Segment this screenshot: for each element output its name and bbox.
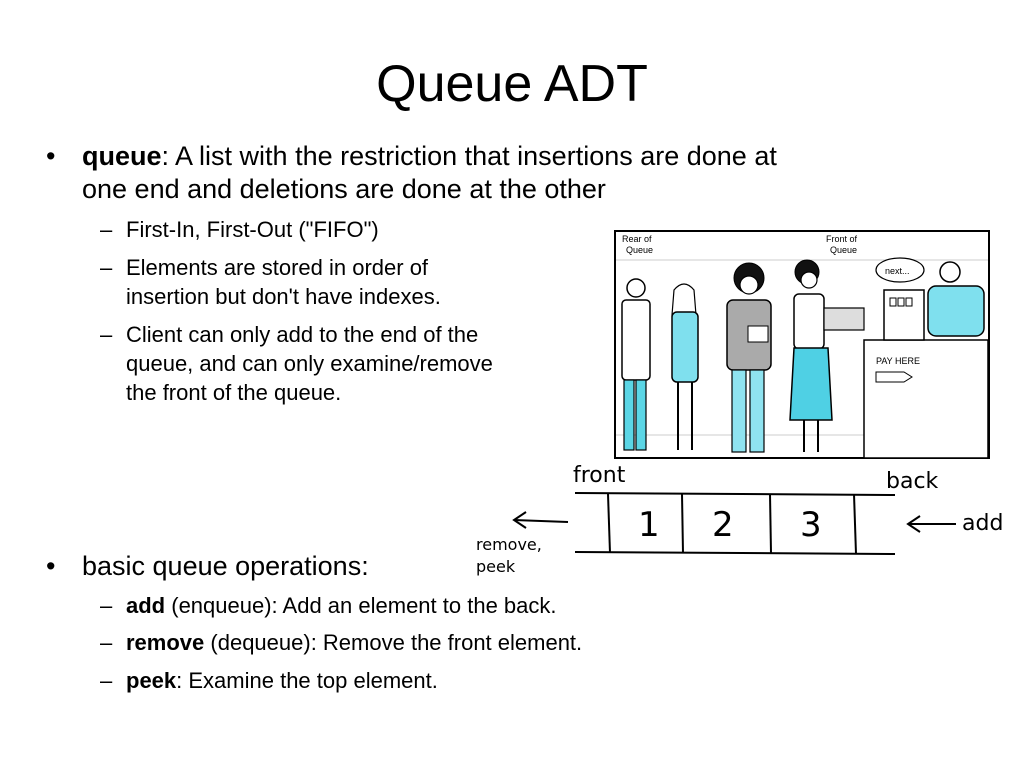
rear-of-queue-label: Rear of bbox=[622, 234, 652, 244]
bullet-dot: • bbox=[46, 551, 56, 581]
back-label: back bbox=[886, 469, 939, 494]
queue-cell-1: 1 bbox=[638, 505, 660, 545]
add-arrow-icon bbox=[906, 515, 956, 533]
term-peek: peek bbox=[126, 668, 177, 693]
remove-arrow-icon bbox=[512, 511, 569, 529]
remove-peek-label: remove, bbox=[476, 535, 542, 554]
checkout-counter: PAY HERE bbox=[863, 289, 989, 459]
bullet-dot: • bbox=[46, 141, 56, 171]
person-2-figure bbox=[671, 283, 699, 450]
queue-people-illustration: Rear of Queue Front of Queue bbox=[614, 230, 990, 459]
queue-diagram: front back 1 2 3 remove, peek add bbox=[476, 463, 1003, 576]
remove-peek-label-2: peek bbox=[476, 557, 516, 576]
person-1-figure bbox=[621, 278, 651, 451]
front-of-queue-label-2: Queue bbox=[830, 245, 857, 255]
term-add: add bbox=[126, 593, 166, 618]
queue-definition-line-1: : A list with the restriction that inser… bbox=[161, 141, 777, 171]
term-queue: queue bbox=[82, 141, 162, 171]
person-3-figure bbox=[726, 262, 772, 453]
rear-of-queue-label-2: Queue bbox=[626, 245, 653, 255]
front-of-queue-label: Front of bbox=[826, 234, 858, 244]
slide-title: Queue ADT bbox=[376, 55, 648, 113]
term-remove: remove bbox=[126, 630, 205, 655]
front-label: front bbox=[573, 463, 626, 488]
queue-cell-2: 2 bbox=[712, 505, 734, 545]
pay-here-sign: PAY HERE bbox=[876, 356, 920, 366]
queue-cell-3: 3 bbox=[800, 505, 822, 545]
person-4-figure bbox=[789, 259, 865, 452]
cashier-figure bbox=[927, 261, 985, 337]
svg-text:next...: next... bbox=[885, 266, 910, 276]
queue-definition-line-2: one end and deletions are done at the ot… bbox=[82, 174, 606, 204]
add-label: add bbox=[962, 511, 1003, 536]
speech-bubble: next... bbox=[875, 257, 925, 283]
